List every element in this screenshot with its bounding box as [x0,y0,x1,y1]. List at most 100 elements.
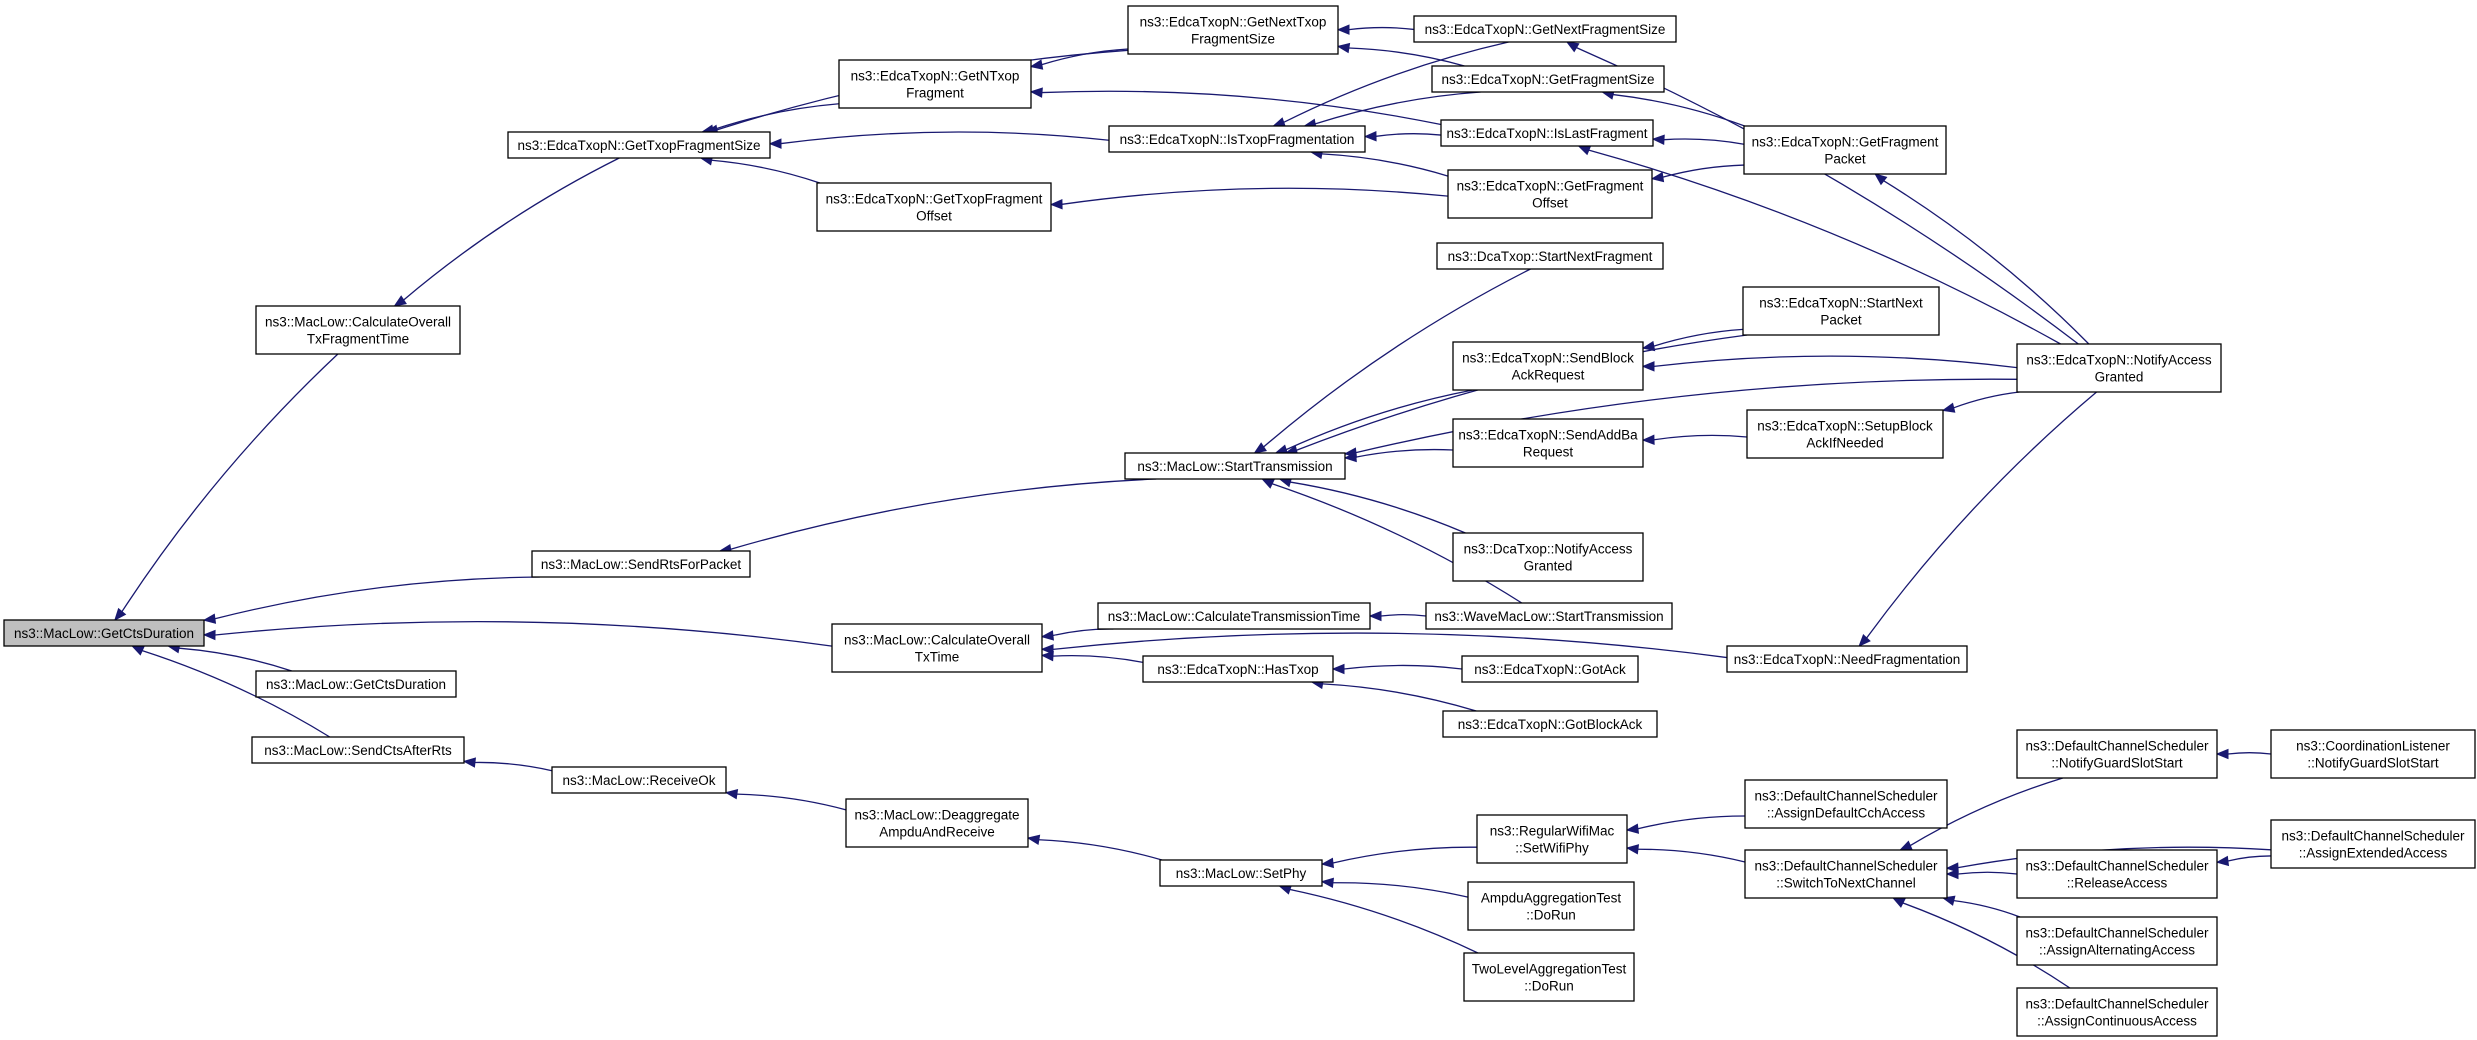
node-label-line: ns3::EdcaTxopN::NotifyAccess [2026,353,2212,368]
graph-node[interactable]: ns3::DcaTxop::StartNextFragment [1436,242,1664,270]
node-label-line: Offset [1532,196,1568,211]
node-label-line: ::AssignAlternatingAccess [2039,943,2195,958]
node-label-line: ::DoRun [1524,979,1574,994]
edge-n25-to-n5 [1040,628,1114,641]
graph-node[interactable]: ns3::DefaultChannelScheduler::NotifyGuar… [2016,729,2218,779]
edge-n17-to-n2 [718,478,1157,555]
graph-node[interactable]: ns3::MacLow::SendCtsAfterRts [251,736,465,764]
node-box [1467,881,1635,931]
graph-node[interactable]: ns3::CoordinationListener::NotifyGuardSl… [2270,729,2476,779]
graph-node[interactable]: AmpduAggregationTest::DoRun [1467,881,1635,931]
node-box [1440,119,1654,147]
graph-node[interactable]: ns3::WaveMacLow::StartTransmission [1425,602,1673,630]
node-box [1463,952,1635,1002]
edge-n16-to-n17 [1343,378,2018,458]
edge-n1-to-n0 [114,353,339,622]
node-box [531,550,751,578]
graph-node[interactable]: ns3::DefaultChannelScheduler::AssignDefa… [1744,779,1948,829]
edge-n37-to-n33 [1625,844,1746,863]
node-box [1461,655,1639,683]
graph-node[interactable]: ns3::MacLow::SendRtsForPacket [531,550,751,578]
node-box [1452,532,1644,582]
graph-node[interactable]: ns3::MacLow::SetPhy [1159,859,1323,887]
node-label-line: ns3::DefaultChannelScheduler [2025,997,2209,1012]
node-label-line: ::AssignDefaultCchAccess [1767,806,1926,821]
node-box [1447,169,1653,219]
graph-node[interactable]: ns3::EdcaTxopN::HasTxop [1142,655,1334,683]
node-label-line: ns3::MacLow::ReceiveOk [562,773,715,788]
edge-n16-to-n20 [1641,355,2018,372]
node-label-line: ::AssignContinuousAccess [2037,1014,2197,1029]
graph-node[interactable]: ns3::DefaultChannelScheduler::SwitchToNe… [1744,849,1948,899]
node-label-line: ns3::EdcaTxopN::IsLastFragment [1446,126,1647,141]
graph-node[interactable]: ns3::EdcaTxopN::NeedFragmentation [1726,645,1968,673]
node-layer: ns3::MacLow::GetCtsDurationns3::MacLow::… [3,5,2476,1037]
graph-node[interactable]: ns3::EdcaTxopN::GotAck [1461,655,1639,683]
node-label-line: ::NotifyGuardSlotStart [2051,756,2183,771]
edge-n2-to-n0 [202,576,540,624]
graph-node[interactable]: ns3::EdcaTxopN::GotBlockAck [1442,710,1658,738]
node-label-line: ns3::EdcaTxopN::IsTxopFragmentation [1120,132,1355,147]
node-box [2016,849,2218,899]
node-label-line: TxFragmentTime [307,332,409,347]
node-box [845,798,1029,848]
graph-node[interactable]: ns3::DefaultChannelScheduler::AssignAlte… [2016,916,2218,966]
graph-node[interactable]: TwoLevelAggregationTest::DoRun [1463,952,1635,1002]
graph-node[interactable]: ns3::MacLow::CalculateTransmissionTime [1097,602,1371,630]
graph-node[interactable]: ns3::RegularWifiMac::SetWifiPhy [1476,814,1628,864]
node-label-line: ns3::EdcaTxopN::GetNextTxop [1140,15,1327,30]
node-label-line: Packet [1824,152,1866,167]
node-label-line: ns3::MacLow::StartTransmission [1137,459,1332,474]
graph-node[interactable]: ns3::MacLow::CalculateOverallTxFragmentT… [255,305,461,355]
node-label-line: ns3::RegularWifiMac [1490,824,1615,839]
node-box [2270,819,2476,869]
edge-n13-to-n7 [1029,87,1442,126]
node-label-line: AmpduAndReceive [879,825,995,840]
node-label-line: ns3::EdcaTxopN::SendAddBa [1458,428,1638,443]
graph-node[interactable]: ns3::MacLow::GetCtsDuration [255,670,457,698]
node-label-line: ns3::EdcaTxopN::StartNext [1759,296,1923,311]
edge-n43-to-n37 [1945,846,2272,873]
graph-node[interactable]: ns3::EdcaTxopN::IsTxopFragmentation [1108,125,1366,153]
node-label-line: ns3::EdcaTxopN::GetTxopFragmentSize [517,138,760,153]
edge-n39-to-n37 [1945,868,2018,880]
node-label-line: ns3::DcaTxop::StartNextFragment [1448,249,1653,264]
node-label-line: Request [1523,445,1574,460]
node-label-line: TxTime [915,650,960,665]
node-box [1726,645,1968,673]
graph-node[interactable]: ns3::EdcaTxopN::GetFragmentSize [1431,65,1665,93]
node-label-line: ns3::EdcaTxopN::GotAck [1474,662,1626,677]
graph-node[interactable]: ns3::MacLow::ReceiveOk [551,766,727,794]
edge-n42-to-n38 [2215,748,2272,760]
graph-node[interactable]: ns3::DefaultChannelScheduler::AssignCont… [2016,987,2218,1037]
node-label-line: ns3::MacLow::CalculateOverall [265,315,451,330]
edge-n18-to-n17 [1253,268,1531,454]
graph-node[interactable]: ns3::EdcaTxopN::GetNextFragmentSize [1413,15,1677,43]
edge-n13-to-n10 [1363,131,1442,142]
graph-node[interactable]: ns3::DefaultChannelScheduler::ReleaseAcc… [2016,849,2218,899]
node-label-line: TwoLevelAggregationTest [1472,962,1627,977]
graph-node[interactable]: ns3::DefaultChannelScheduler::AssignExte… [2270,819,2476,869]
node-label-line: ns3::EdcaTxopN::GetFragment [1752,135,1939,150]
node-label-line: Granted [2095,370,2144,385]
graph-node[interactable]: ns3::EdcaTxopN::IsLastFragment [1440,119,1654,147]
graph-node[interactable]: ns3::EdcaTxopN::GetTxopFragmentSize [507,131,771,159]
root-node[interactable]: ns3::MacLow::GetCtsDuration [3,619,205,647]
node-label-line: ns3::EdcaTxopN::GetNextFragmentSize [1425,22,1666,37]
node-box [255,670,457,698]
edge-n9-to-n7 [1029,48,1129,70]
graph-node[interactable]: ns3::MacLow::StartTransmission [1124,452,1346,480]
